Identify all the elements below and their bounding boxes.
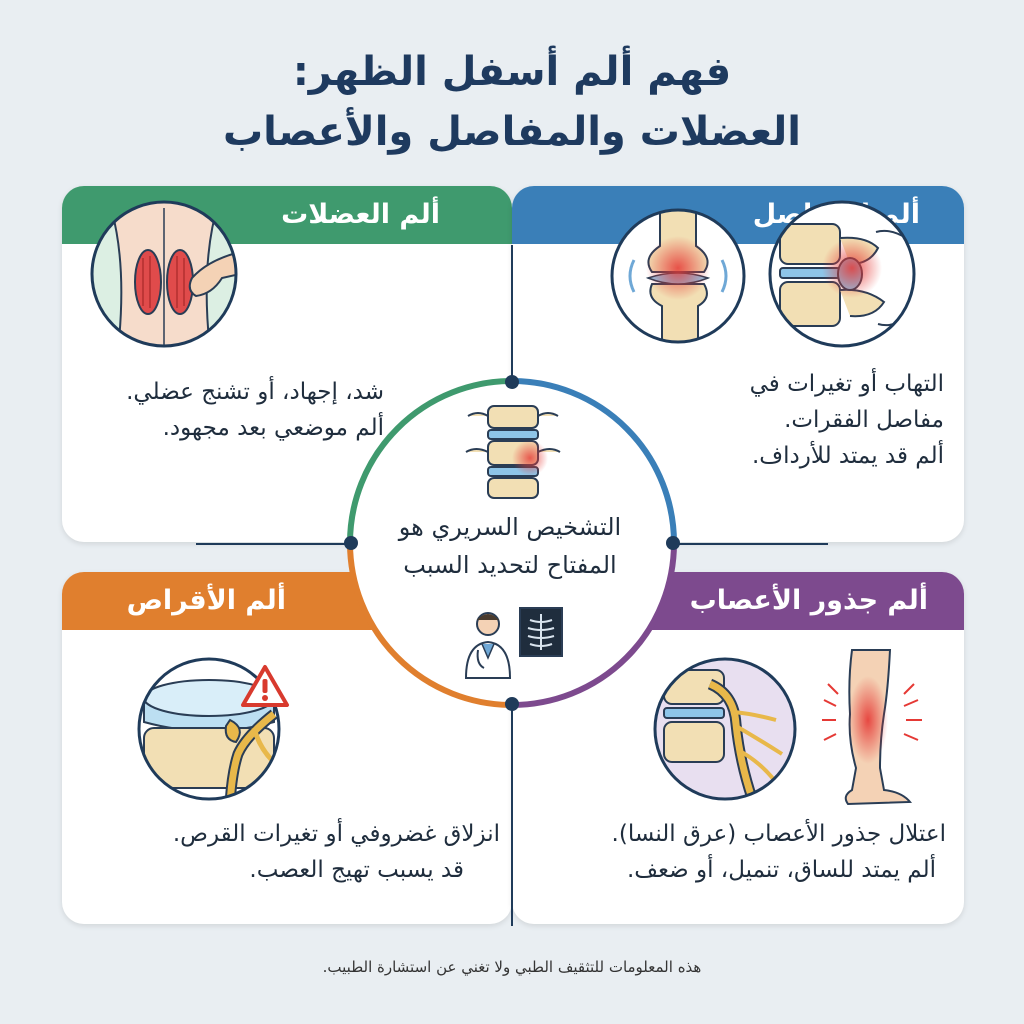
center-message-line: التشخيص السريري هو (398, 513, 622, 541)
hub-dot-bottom (505, 697, 519, 711)
joint-card-line: مفاصل الفقرات. (784, 407, 944, 433)
disc-pain-card: ألم الأقراص انزلاق غضروفي أو تغيرات القر… (62, 572, 512, 924)
connector-left (196, 543, 352, 545)
muscle-card-line: شد، إجهاد، أو تشنج عضلي. (126, 379, 384, 405)
nerve-card-line: ألم يمتد للساق، تنميل، أو ضعف. (626, 857, 936, 883)
disc-card-line: قد يسبب تهيج العصب. (249, 857, 464, 883)
doctor-xray-icon (464, 607, 563, 679)
nerve-card-line: اعتلال جذور الأعصاب (عرق النسا). (611, 821, 946, 847)
disc-card-line: انزلاق غضروفي أو تغيرات القرص. (172, 821, 500, 847)
joint-card-text: التهاب أو تغيرات في مفاصل الفقرات. ألم ق… (750, 366, 944, 474)
back-muscle-icon (90, 200, 238, 348)
facet-joint-icon (768, 200, 916, 348)
nerve-card-title: ألم جذور الأعصاب (689, 585, 928, 616)
knee-joint-icon (610, 208, 746, 344)
leg-pain-icon (822, 649, 922, 806)
joint-card-line: ألم قد يمتد للأرداف. (751, 443, 944, 469)
herniated-disc-icon (137, 657, 281, 801)
muscle-pain-card: ألم العضلات شد، إجهاد، أو تشنج عضلي. ألم… (62, 186, 512, 542)
hub-dot-top (505, 375, 519, 389)
connector-top (511, 245, 513, 382)
disclaimer-footnote: هذه المعلومات للتثقيف الطبي ولا تغني عن … (322, 958, 702, 976)
hub-dot-left (344, 536, 358, 550)
nerve-root-icon (653, 657, 797, 801)
spine-segment-icon (465, 405, 561, 499)
disc-card-title: ألم الأقراص (126, 585, 286, 616)
center-message-line: المفتاح لتحديد السبب (403, 551, 617, 579)
page-title-line-1: فهم ألم أسفل الظهر: (292, 49, 732, 95)
warning-icon (241, 665, 289, 707)
connector-right (672, 543, 828, 545)
connector-bottom (511, 704, 513, 926)
joint-card-line: التهاب أو تغيرات في (749, 371, 944, 397)
nerve-card-text: اعتلال جذور الأعصاب (عرق النسا). ألم يمت… (612, 816, 946, 888)
disc-card-text: انزلاق غضروفي أو تغيرات القرص. قد يسبب ت… (173, 816, 500, 888)
hub-dot-right (666, 536, 680, 550)
muscle-card-title: ألم العضلات (281, 199, 440, 230)
muscle-card-text: شد، إجهاد، أو تشنج عضلي. ألم موضعي بعد م… (126, 374, 384, 446)
page-title-line-2: العضلات والمفاصل والأعصاب (222, 109, 802, 155)
center-message: التشخيص السريري هو المفتاح لتحديد السبب (360, 508, 660, 584)
muscle-card-line: ألم موضعي بعد مجهود. (162, 415, 384, 441)
